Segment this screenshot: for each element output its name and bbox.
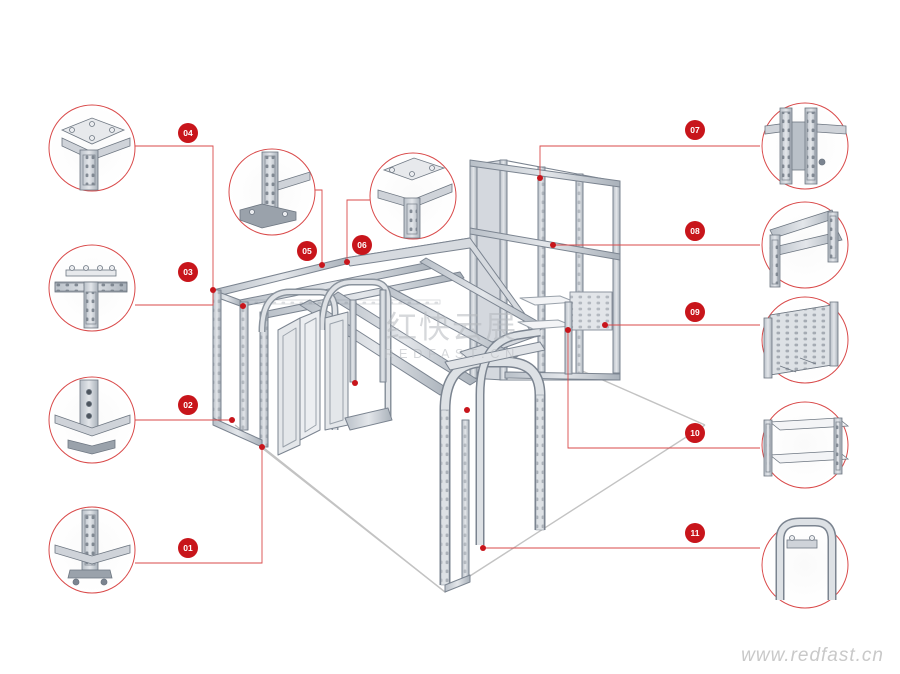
callout-06: 06 <box>352 235 372 255</box>
watermark-latin: REDFAST.CN <box>384 346 520 361</box>
svg-text:04: 04 <box>183 128 193 138</box>
watermark-chinese: 红快云展 <box>386 310 518 346</box>
svg-text:03: 03 <box>183 267 193 277</box>
detail-bubble-01 <box>48 506 136 594</box>
detail-bubble-05 <box>228 148 316 236</box>
svg-text:02: 02 <box>183 400 193 410</box>
detail-bubble-02 <box>48 376 136 464</box>
website-url: www.redfast.cn <box>741 645 884 666</box>
watermark: 红快云展 REDFAST.CN <box>384 310 520 361</box>
svg-text:01: 01 <box>183 543 193 553</box>
callout-11: 11 <box>685 523 705 543</box>
svg-text:11: 11 <box>691 528 700 538</box>
leader-lines <box>135 145 760 564</box>
callout-09: 09 <box>685 302 705 322</box>
svg-text:05: 05 <box>302 246 312 256</box>
svg-text:08: 08 <box>690 226 700 236</box>
callout-07: 07 <box>685 120 705 140</box>
left-arches <box>258 278 393 456</box>
callout-02: 02 <box>178 395 198 415</box>
detail-bubble-06 <box>369 152 457 240</box>
svg-text:10: 10 <box>690 428 700 438</box>
callout-04: 04 <box>178 123 198 143</box>
junction-dots <box>210 175 608 551</box>
callout-08: 08 <box>685 221 705 241</box>
left-wall <box>212 289 269 448</box>
detail-bubble-04 <box>48 104 136 192</box>
callout-10: 10 <box>685 423 705 443</box>
right-arch <box>439 327 546 593</box>
detail-bubble-07 <box>761 102 849 190</box>
callout-badges: 04 03 02 01 05 06 07 08 <box>178 120 705 558</box>
svg-text:06: 06 <box>357 240 367 250</box>
booth-frame <box>212 159 621 593</box>
svg-text:09: 09 <box>690 307 700 317</box>
detail-bubble-08 <box>761 201 849 289</box>
detail-bubble-10 <box>761 401 850 489</box>
detail-bubble-03 <box>48 244 136 332</box>
detail-bubble-11 <box>761 517 849 609</box>
detail-bubble-09 <box>761 296 849 384</box>
callout-01: 01 <box>178 538 198 558</box>
callout-03: 03 <box>178 262 198 282</box>
svg-text:07: 07 <box>690 125 700 135</box>
callout-05: 05 <box>297 241 317 261</box>
